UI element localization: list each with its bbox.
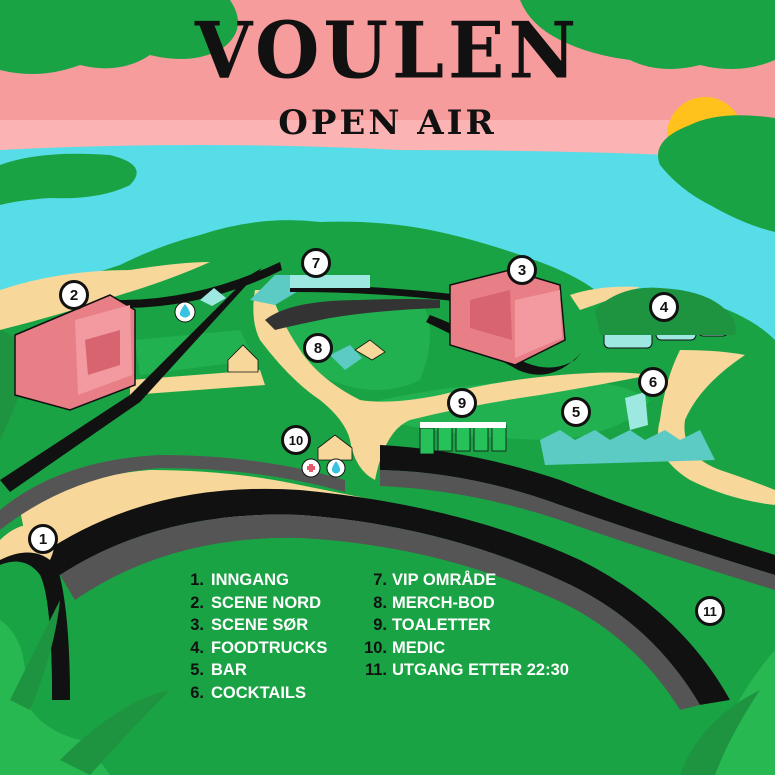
headland-right (658, 115, 775, 232)
legend-item: 5.BAR (190, 661, 247, 679)
road-right-curve (426, 315, 582, 375)
road-big-curve-gray (0, 455, 345, 530)
foliage-leaf-2 (60, 690, 170, 775)
festival-logo: VOULEN (194, 5, 581, 97)
legend-left: 1.INNGANG 2.SCENE NORD 3.SCENE SØR 4.FOO… (176, 569, 327, 704)
cocktail-bar (625, 392, 648, 430)
legend-item: 8.MERCH-BOD (373, 593, 495, 612)
stage-nord (14, 294, 136, 411)
marker-11[interactable]: 11 (695, 596, 725, 626)
beach-left (0, 262, 210, 330)
foliage-leaf-3 (680, 690, 760, 775)
road-left-arc (0, 540, 70, 700)
grass-bowl (70, 537, 680, 775)
legend-item: 6.COCKTAILS (190, 683, 307, 702)
water-drop-icon-top (174, 301, 196, 323)
festival-subtitle: OPEN AIR (278, 103, 497, 143)
marker-7[interactable]: 7 (301, 248, 331, 278)
legend-right: 7.VIP OMRÅDE 8.MERCH-BOD 9.TOALETTER 10.… (362, 569, 569, 682)
legend-item: 2.SCENE NORD (190, 593, 322, 612)
road-far-left (120, 262, 282, 308)
marker-1[interactable]: 1 (28, 524, 58, 554)
path-side (130, 370, 265, 395)
marker-5[interactable]: 5 (561, 397, 591, 427)
tent-small-1 (227, 344, 259, 373)
legend-item: 11.UTGANG ETTER 22:30 (364, 661, 569, 679)
legend-item: 7.VIP OMRÅDE (373, 571, 497, 589)
marker-4[interactable]: 4 (649, 292, 679, 322)
foliage-bottom-right (690, 650, 775, 775)
medic-tent (317, 434, 353, 461)
toilets (419, 422, 507, 455)
legend-item: 9.TOALETTER (373, 616, 491, 634)
marker-2[interactable]: 2 (59, 280, 89, 310)
marker-3[interactable]: 3 (507, 255, 537, 285)
tent-small-2 (200, 288, 226, 306)
marker-9[interactable]: 9 (447, 388, 477, 418)
marker-8[interactable]: 8 (303, 333, 333, 363)
beach-right (658, 350, 775, 505)
water-drop-icon (326, 458, 346, 478)
marker-6[interactable]: 6 (638, 367, 668, 397)
medic-cross-icon (301, 458, 321, 478)
road-top-curve (265, 299, 440, 330)
legend-item: 4.FOODTRUCKS (190, 638, 328, 657)
marker-10[interactable]: 10 (281, 425, 311, 455)
merch-booth (330, 339, 386, 370)
tree-top-right (520, 0, 775, 69)
foliage-leaf-1 (10, 600, 60, 710)
stage-sor (449, 269, 566, 366)
legend-item: 3.SCENE SØR (190, 616, 309, 634)
island-left (0, 153, 137, 205)
vip-tents (250, 275, 370, 305)
legend-item: 10.MEDIC (364, 638, 446, 657)
legend-item: 1.INNGANG (190, 571, 289, 589)
road-lower-right-gray (380, 470, 775, 590)
road-left-diagonal (0, 268, 262, 492)
path-main (253, 290, 651, 480)
road-lower-right (380, 445, 775, 575)
bar-tents (540, 430, 715, 465)
tree-top-left (0, 0, 238, 74)
foliage-bottom-left (0, 620, 110, 775)
